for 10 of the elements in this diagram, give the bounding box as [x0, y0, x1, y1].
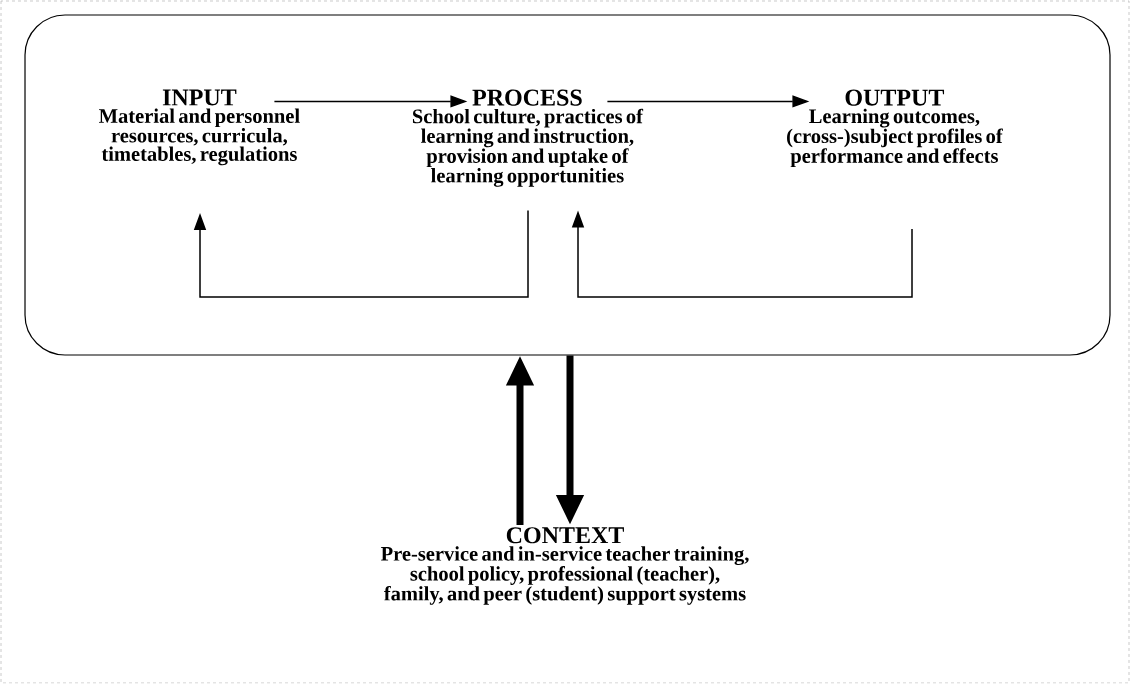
node-description: Learning outcomes, (cross-)subject profiles of performance and effects: [787, 108, 1003, 168]
node-description: School culture, practices of learning and instruction, provision and uptake of learning opportunities: [412, 108, 644, 187]
feedback-arrow: [193, 209, 529, 298]
node-heading: PROCESS: [472, 89, 582, 106]
rounded-frame: [24, 14, 1111, 356]
node-description: Material and personnel resources, curricula, timetables, regulations: [99, 108, 300, 166]
node-description: Pre-service and in-service teacher training, school policy, professional (teacher), family, and peer (student) support systems: [381, 546, 749, 605]
node-heading: CONTEXT: [506, 527, 624, 544]
node-heading: INPUT: [162, 89, 237, 106]
node-heading: OUTPUT: [845, 89, 945, 106]
